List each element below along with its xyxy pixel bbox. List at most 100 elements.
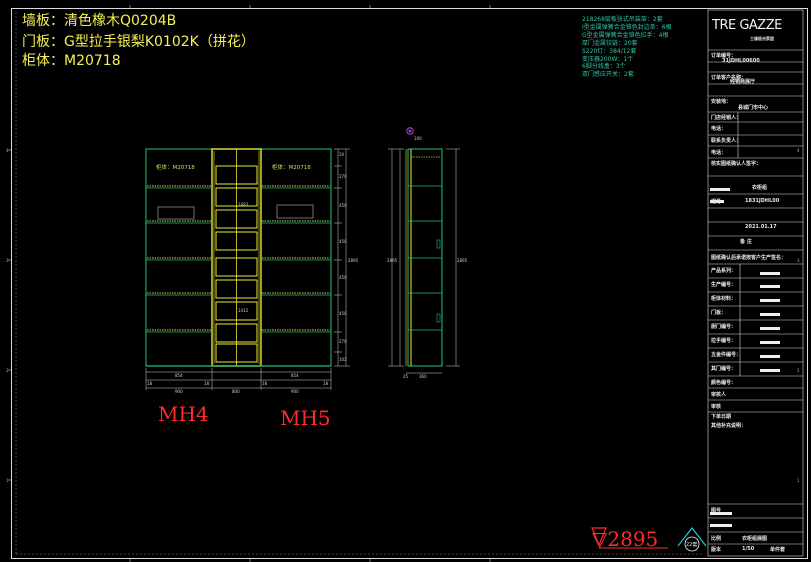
svg-text:4: 4 <box>797 148 800 153</box>
dim-h-8: 102 <box>339 357 347 362</box>
side-dimensions <box>388 148 460 374</box>
tb-field: 柜体材料： <box>711 296 737 302</box>
label-mh4: MH4 <box>158 402 209 426</box>
dim-front-total: 2895 <box>348 258 359 263</box>
tb-date: 2021.01.17 <box>745 224 777 230</box>
brand-logo: TRE GAZZE <box>712 18 782 33</box>
tb-field: 其门编号： <box>711 366 737 372</box>
tb-phone-label: 电话： <box>711 126 727 132</box>
tb-bottom-value: 1/50 <box>742 546 755 552</box>
tb-order-no-label: 订单编号： <box>711 53 737 59</box>
dim-width-right: 900 <box>291 389 299 394</box>
tb-contact-label: 联系负责人： <box>711 138 742 144</box>
dim-side-total-left: 2895 <box>387 258 398 263</box>
tb-field: 拉手编号： <box>711 338 737 344</box>
frame-tick-labels: 4 3 2 1 4 3 2 1 <box>6 148 800 483</box>
cabinet-body-spec: 柜体：M20718 <box>22 53 121 69</box>
door-panel-spec: 门板：G型拉手银梨K0102K（拼花） <box>22 34 255 50</box>
tb-code-label: 编号 <box>711 199 722 205</box>
note-line: 厚门金属铰链：20套 <box>582 39 638 47</box>
dim-width-mid: 800 <box>232 389 240 394</box>
cabinet-tag-left: 柜体：M20718 <box>156 163 195 171</box>
title-block-fills <box>710 188 780 527</box>
dim-h-7: 270 <box>339 339 347 344</box>
svg-text:22套: 22套 <box>686 541 697 548</box>
note-line: 双门感应开关：2套 <box>582 71 634 79</box>
svg-text:2: 2 <box>797 368 800 373</box>
elevation-marker: ▽2895 <box>591 527 668 551</box>
dim-h-3: 450 <box>339 203 347 208</box>
tb-install-value: 县城门市中心 <box>738 105 769 111</box>
dim-side-3: 18 <box>262 381 268 386</box>
dim-side-1: 18 <box>147 381 153 386</box>
tb-bottom-label: 比例 <box>711 536 722 542</box>
wall-panel-spec: 墙板：清色橡木Q0204B <box>22 13 177 29</box>
dim-width-left: 900 <box>175 389 183 394</box>
tb-customer-value: 经销商展厅 <box>730 79 756 85</box>
frame-ticks <box>8 5 491 562</box>
dim-h-1: 20 <box>339 152 345 157</box>
tb-field: 其他补充说明： <box>711 423 747 429</box>
hardware-notes: 218268层板张式吊装架：2套 I型金属弹簧合金铬色封边条：6根 G型金属弹簧… <box>582 16 672 79</box>
cabinet-tag-right: 柜体：M20718 <box>272 163 311 171</box>
brand-logo-sub: 三雄极光家居 <box>750 36 774 41</box>
tb-drawing-name: 衣柜组 <box>752 185 768 191</box>
tb-bottom-label: 版本 <box>711 547 722 553</box>
front-elevation <box>145 148 332 367</box>
tb-field: 生产编号： <box>711 282 737 288</box>
dim-side-offset: 25 <box>403 374 409 379</box>
side-elevation <box>405 127 443 367</box>
dim-side-depth: 360 <box>419 374 427 379</box>
note-line: 6脚分线盒：3个 <box>582 63 626 71</box>
guide-lines <box>15 12 703 555</box>
tb-phone2-label: 电话： <box>711 150 727 156</box>
svg-text:3: 3 <box>797 258 800 263</box>
dim-mid-lower: 1412 <box>238 308 249 313</box>
tb-bottom-label: 图号 <box>711 508 722 514</box>
dim-h-2: 270 <box>339 174 347 179</box>
tb-field: 颜色编号： <box>711 380 737 386</box>
dim-inner-left: 854 <box>175 373 183 378</box>
tb-confirm-label: 核实图纸确认人签字： <box>711 161 762 167</box>
dim-mid-upper: 1483 <box>238 202 249 207</box>
outer-border <box>11 8 808 559</box>
note-line: I型金属弹簧合金铬色封边条：6根 <box>582 23 672 31</box>
dim-h-6: 450 <box>339 311 347 316</box>
note-line: S220灯：384/12套 <box>582 47 637 55</box>
tb-field: 审核 <box>711 404 722 410</box>
tb-field: 下单日期 <box>711 414 732 420</box>
svg-text:1: 1 <box>797 478 800 483</box>
svg-text:2: 2 <box>6 368 9 373</box>
label-mh5: MH5 <box>280 406 331 430</box>
tb-field: 厨门编号： <box>711 324 737 330</box>
note-line: 218268层板张式吊装架：2套 <box>582 16 663 23</box>
tb-field: 门板： <box>711 310 727 316</box>
svg-text:▽2895: ▽2895 <box>592 527 658 551</box>
svg-text:1: 1 <box>6 478 9 483</box>
tb-bottom-value: 单件套 <box>770 547 786 553</box>
tb-order-no-value: 31JDHL00600 <box>722 58 760 64</box>
dim-h-4: 450 <box>339 239 347 244</box>
front-dimensions <box>145 148 350 390</box>
title-block <box>707 9 804 557</box>
note-line: 变压器200W：1个 <box>582 55 634 63</box>
tb-field: 五金件编号： <box>711 352 742 358</box>
dim-side-top: 100 <box>414 136 422 141</box>
tb-customer-label: 订单客户名称： <box>711 75 747 81</box>
tb-code-value: 1831JDHL00 <box>745 198 780 204</box>
tb-dealer-label: 门店经销人： <box>711 115 742 121</box>
dim-inner-right: 854 <box>291 373 299 378</box>
svg-text:3: 3 <box>6 258 9 263</box>
tb-install-label: 安装地： <box>711 99 732 105</box>
tb-section-title: 图纸确认后承诺按客户生产签名： <box>711 255 787 261</box>
tb-bottom-value: 衣柜组展图 <box>742 536 768 542</box>
dim-h-5: 450 <box>339 275 347 280</box>
tb-field: 审核人 <box>711 392 727 398</box>
note-line: G型金属弹簧合金铬色拉手：4根 <box>582 31 669 39</box>
dim-side-4: 18 <box>323 381 329 386</box>
dim-side-total: 2895 <box>457 258 468 263</box>
tb-remark: 备 注 <box>740 239 752 245</box>
svg-text:4: 4 <box>6 148 9 153</box>
dim-side-2: 18 <box>204 381 210 386</box>
